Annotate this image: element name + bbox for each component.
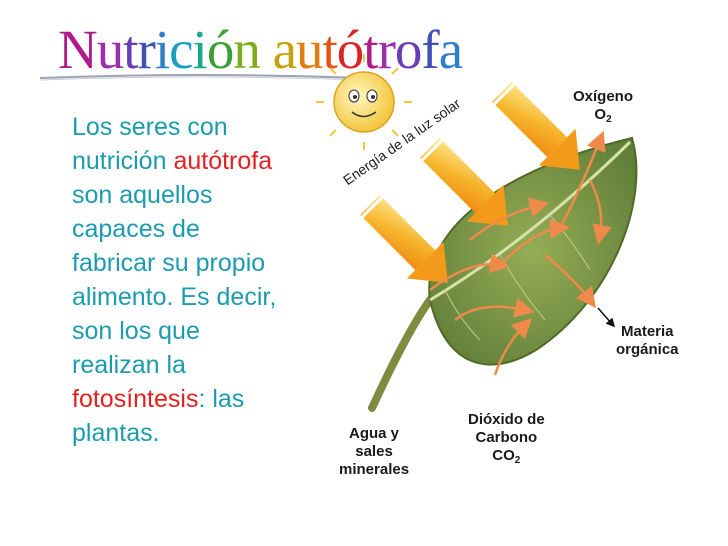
title-letter: N [58, 19, 98, 80]
title-letter: r [137, 19, 156, 80]
body-line: son los que [72, 317, 200, 345]
o2-symbol: O [594, 106, 607, 123]
title-letter: u [296, 19, 323, 80]
highlight-term: autótrofa [173, 147, 273, 175]
carbono-text: Carbono [475, 429, 538, 446]
materia-organica-label: Materia orgánica [616, 323, 679, 359]
title-letter: t [322, 19, 338, 80]
body-line: capaces de [72, 215, 200, 243]
sunlight-arrows [360, 82, 580, 283]
co2-symbol: CO [492, 447, 515, 464]
body-line: alimento. Es decir, [72, 283, 277, 311]
highlight-term: fotosíntesis [72, 385, 199, 413]
title-letter: u [96, 19, 124, 80]
organica-text: orgánica [616, 341, 679, 358]
page-title: Nutrición autótrofa [58, 19, 463, 80]
title-letter: t [363, 19, 378, 80]
title-letter: ó [336, 19, 364, 80]
o2-subscript: 2 [606, 114, 612, 125]
flow-arrows [429, 130, 612, 376]
body-line: realizan la [72, 351, 186, 379]
body-text-fragment: : las [198, 385, 245, 413]
title-letter: t [123, 19, 138, 80]
title-letter: i [192, 19, 208, 80]
leaf-illustration [368, 136, 638, 412]
body-line: plantas. [72, 419, 160, 447]
oxygen-text: Oxígeno [573, 88, 634, 105]
o2-formula: O2 [573, 106, 633, 129]
agua-sales-label: Agua y sales minerales [339, 425, 409, 479]
sun-icon [316, 54, 412, 150]
co2-subscript: 2 [514, 455, 521, 466]
title-letter: a [438, 19, 463, 80]
body-line: fotosíntesis: las [72, 382, 332, 416]
body-line: Los seres con [72, 113, 228, 141]
title-letter: c [169, 19, 193, 80]
materia-pointer-line [597, 307, 615, 328]
body-text-fragment: nutrición [72, 147, 174, 175]
body-line: nutrición autótrofa [72, 144, 332, 178]
body-line: fabricar su propio [72, 249, 266, 277]
title-letter: a [272, 19, 297, 80]
title-letter: r [377, 19, 396, 80]
materia-text: Materia [621, 323, 674, 340]
title-letter: f [421, 19, 439, 80]
title-letter: o [394, 19, 422, 80]
oxygen-label: Oxígeno O2 [573, 88, 633, 129]
title-letter: n [233, 19, 260, 80]
title-letter: ó [206, 19, 234, 80]
body-paragraph: Los seres con nutrición autótrofa son aq… [72, 110, 332, 450]
body-line: son aquellos [72, 181, 213, 209]
sales-text: sales [355, 443, 393, 460]
title-underline [40, 74, 360, 81]
dioxido-text: Dióxido de [468, 411, 545, 428]
dioxido-carbono-label: Dióxido de Carbono CO2 [468, 411, 545, 470]
title-letter: i [154, 19, 170, 80]
agua-text: Agua y [349, 425, 400, 442]
co2-formula: CO2 [468, 447, 545, 470]
minerales-text: minerales [339, 461, 410, 478]
